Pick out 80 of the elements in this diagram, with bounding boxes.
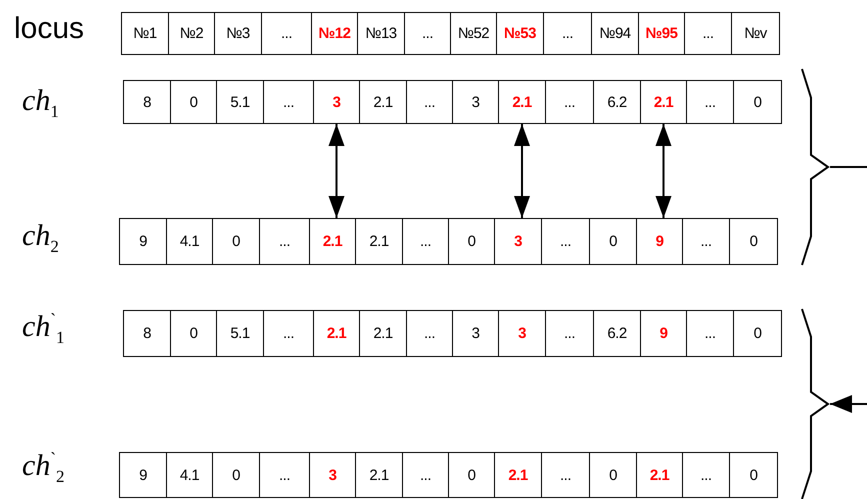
gene-value-cell: 3 <box>498 310 546 357</box>
locus-cell: ... <box>261 12 312 55</box>
gene-value-cell: 3 <box>309 452 356 498</box>
gene-value-cell: ... <box>402 452 449 498</box>
connector-line <box>830 166 867 168</box>
locus-cell: №12 <box>311 12 358 55</box>
gene-value-cell: ... <box>259 452 310 498</box>
locus-cell: №52 <box>450 12 497 55</box>
locus-cell: №1 <box>121 12 169 55</box>
gene-value-cell: 4.1 <box>166 452 213 498</box>
gene-value-cell: 0 <box>170 80 217 124</box>
locus-cell: ... <box>543 12 592 55</box>
gene-value-cell: 9 <box>636 218 683 265</box>
locus-label: locus <box>14 12 84 46</box>
gene-value-cell: 2.1 <box>494 452 542 498</box>
gene-value-cell: ... <box>402 218 449 265</box>
gene-value-cell: 6.2 <box>593 80 641 124</box>
gene-value-cell: 0 <box>448 218 495 265</box>
locus-cell: №3 <box>214 12 262 55</box>
gene-value-cell: 2.1 <box>309 218 356 265</box>
gene-value-cell: 2.1 <box>636 452 683 498</box>
gene-value-cell: 4.1 <box>166 218 213 265</box>
curly-brace <box>800 308 830 499</box>
gene-value-cell: ... <box>263 310 314 357</box>
chromosome-label: ch$_{2}$ <box>22 219 59 257</box>
gene-value-cell: 5.1 <box>216 310 264 357</box>
locus-cell: №94 <box>591 12 639 55</box>
gene-value-cell: ... <box>541 452 590 498</box>
gene-value-cell: 0 <box>729 452 778 498</box>
gene-value-cell: 8 <box>123 80 171 124</box>
gene-value-cell: 3 <box>452 80 499 124</box>
gene-value-cell: ... <box>545 310 594 357</box>
gene-value-cell: 2.1 <box>313 310 360 357</box>
gene-value-cell: 0 <box>733 310 782 357</box>
gene-value-cell: 3 <box>313 80 360 124</box>
gene-value-cell: 2.1 <box>640 80 687 124</box>
gene-value-cell: ... <box>259 218 310 265</box>
chromosome-label: ch$_{1}$ <box>22 84 59 122</box>
double-arrow <box>514 124 530 218</box>
gene-value-cell: ... <box>406 310 453 357</box>
gene-value-cell: 2.1 <box>498 80 546 124</box>
gene-value-cell: 0 <box>729 218 778 265</box>
gene-value-cell: 0 <box>589 218 637 265</box>
locus-cell: №95 <box>638 12 685 55</box>
gene-value-cell: 5.1 <box>216 80 264 124</box>
gene-value-cell: ... <box>682 218 730 265</box>
gene-value-cell: 0 <box>170 310 217 357</box>
gene-value-cell: 3 <box>494 218 542 265</box>
double-arrow <box>328 124 344 218</box>
gene-value-cell: 2.1 <box>359 80 407 124</box>
gene-value-cell: ... <box>682 452 730 498</box>
gene-value-cell: 3 <box>452 310 499 357</box>
gene-value-cell: 0 <box>448 452 495 498</box>
arrow <box>830 395 867 413</box>
gene-value-cell: ... <box>686 80 734 124</box>
gene-value-cell: ... <box>686 310 734 357</box>
locus-cell: №53 <box>496 12 544 55</box>
gene-value-cell: ... <box>541 218 590 265</box>
gene-value-cell: 9 <box>119 218 167 265</box>
locus-cell: №2 <box>168 12 215 55</box>
gene-value-cell: 9 <box>640 310 687 357</box>
gene-value-cell: ... <box>545 80 594 124</box>
gene-value-cell: 8 <box>123 310 171 357</box>
gene-value-cell: ... <box>263 80 314 124</box>
gene-value-cell: 2.1 <box>355 452 403 498</box>
gene-value-cell: 0 <box>733 80 782 124</box>
gene-value-cell: 0 <box>212 452 260 498</box>
locus-cell: №13 <box>357 12 405 55</box>
locus-cell: №v <box>731 12 780 55</box>
locus-cell: ... <box>684 12 732 55</box>
gene-value-cell: ... <box>406 80 453 124</box>
gene-value-cell: 6.2 <box>593 310 641 357</box>
locus-cell: ... <box>404 12 451 55</box>
gene-value-cell: 9 <box>119 452 167 498</box>
gene-value-cell: 2.1 <box>359 310 407 357</box>
gene-value-cell: 0 <box>212 218 260 265</box>
curly-brace <box>800 68 830 266</box>
gene-value-cell: 0 <box>589 452 637 498</box>
double-arrow <box>656 124 672 218</box>
gene-value-cell: 2.1 <box>355 218 403 265</box>
